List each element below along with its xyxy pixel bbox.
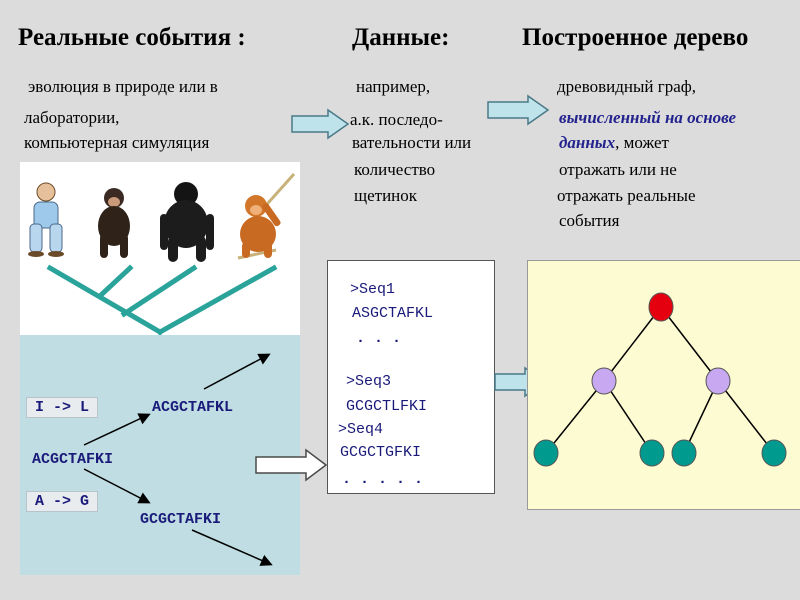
- human-figure: [28, 182, 64, 257]
- header-built-tree: Построенное дерево: [522, 24, 749, 51]
- col1-line3: компьютерная симуляция: [24, 133, 210, 152]
- col1-line1: эволюция в природе или в: [28, 77, 218, 96]
- col2-line2: а.к. последо-: [350, 110, 443, 129]
- phylo-tree: [46, 264, 278, 336]
- col2-line4: количество: [354, 160, 436, 179]
- simulation-arrows: [83, 353, 273, 566]
- col2-line3: вательности или: [352, 133, 472, 152]
- root-sequence: ACGCTAFKI: [32, 451, 114, 468]
- col1-line2: лаборатории,: [24, 108, 120, 127]
- seq-ellipsis-2: . . . . .: [342, 471, 424, 488]
- arrow-col2-to-col3: [487, 94, 550, 126]
- arrow-sim-to-data: [255, 448, 328, 482]
- gorilla-figure: [160, 182, 214, 262]
- sequences-box: [327, 260, 495, 494]
- header-real-events: Реальные события :: [18, 24, 246, 51]
- header-data: Данные:: [352, 24, 450, 51]
- chimpanzee-figure: [98, 188, 130, 258]
- col3-line2: вычисленный на основе: [559, 108, 737, 127]
- seq3-value: GCGCTLFKI: [346, 398, 428, 415]
- col3-line4: отражать или не: [559, 160, 677, 179]
- primates-illustration: [28, 172, 296, 336]
- upper-sequence: ACGCTAFKL: [152, 399, 234, 416]
- col2-line1: например,: [356, 77, 431, 96]
- col3-line6: события: [559, 211, 620, 230]
- tree-inner-node-right: [705, 367, 731, 395]
- arrow-upper-out: [203, 353, 271, 390]
- seq4-header: >Seq4: [338, 421, 384, 438]
- built-tree-graph: [533, 292, 787, 467]
- tree-leaf-node-2: [639, 439, 665, 467]
- seq-ellipsis-1: . . .: [356, 330, 402, 347]
- arrow-lower-out: [191, 529, 273, 566]
- col3-line5: отражать реальные: [557, 186, 696, 205]
- mutation-label-1: I -> L: [26, 397, 99, 418]
- primates-panel: [20, 162, 300, 336]
- tree-inner-node-left: [591, 367, 617, 395]
- arrow-col1-to-col2: [291, 108, 350, 140]
- tree-leaf-node-4: [761, 439, 787, 467]
- lower-sequence: GCGCTAFKI: [140, 511, 222, 528]
- tree-root-node: [648, 292, 674, 322]
- seq4-value: GCGCTGFKI: [340, 444, 422, 461]
- col3-line3-rest: , может: [615, 133, 669, 152]
- seq3-header: >Seq3: [346, 373, 392, 390]
- built-tree-panel: [527, 260, 800, 510]
- arrow-root-to-upper: [83, 413, 151, 446]
- col3-line3: данных, может: [559, 131, 669, 154]
- tree-leaf-node-1: [533, 439, 559, 467]
- col3-line1: древовидный граф,: [557, 77, 697, 96]
- orangutan-figure: [237, 172, 296, 260]
- tree-leaf-node-3: [671, 439, 697, 467]
- col2-line5: щетинок: [354, 186, 418, 205]
- col3-line3-italic: данных: [559, 133, 616, 152]
- simulation-panel: [20, 335, 300, 575]
- arrow-root-to-lower: [83, 468, 151, 504]
- seq1-value: ASGCTAFKL: [352, 305, 434, 322]
- mutation-label-2: A -> G: [26, 491, 99, 512]
- seq1-header: >Seq1: [350, 281, 396, 298]
